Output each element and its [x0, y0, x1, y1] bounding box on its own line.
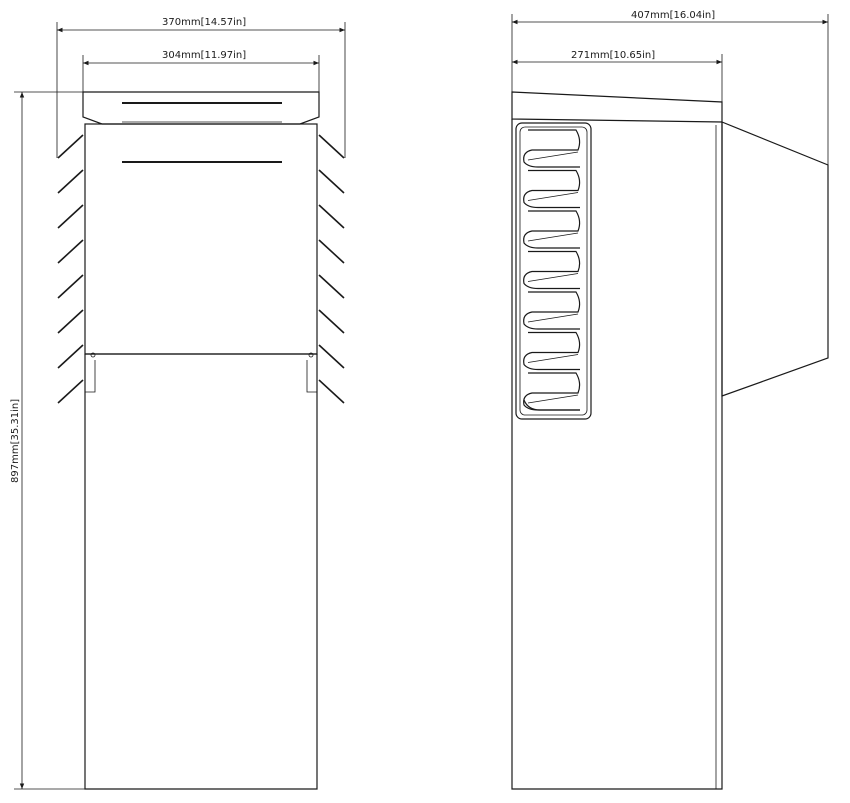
dimension-height: 897mm[35.31in]	[10, 91, 85, 790]
overall-width-label: 370mm	[162, 17, 201, 28]
rear-enclosure	[721, 121, 829, 397]
dimension-overall-depth: 407mm[16.04in]	[511, 10, 829, 165]
body-depth-label: 271mm	[571, 50, 610, 61]
left-fins	[57, 134, 84, 404]
hood	[82, 91, 320, 125]
svg-text:897mm[35.31in]: 897mm[35.31in]	[10, 399, 21, 483]
svg-text:304mm[11.97in]: 304mm[11.97in]	[162, 50, 246, 61]
height-label: 897mm	[10, 444, 21, 483]
svg-text:407mm[16.04in]: 407mm[16.04in]	[631, 10, 715, 21]
front-view: 370mm[14.57in] 304mm[11.97in] 897mm[35.3…	[10, 17, 346, 790]
front-column	[84, 354, 318, 790]
louver-slat	[523, 399, 580, 411]
louver-slat-edge	[527, 273, 579, 282]
right-fins	[318, 134, 345, 404]
side-hood	[511, 91, 723, 123]
body-width-alt: 11.97in	[204, 50, 242, 61]
louver-slat	[523, 372, 581, 411]
louver-slat-edge	[527, 394, 579, 404]
dimension-body-depth: 271mm[10.65in]	[512, 50, 723, 102]
louver-slat	[523, 129, 581, 168]
body-depth-alt: 10.65in	[613, 50, 651, 61]
overall-depth-label: 407mm	[631, 10, 670, 21]
overall-width-alt: 14.57in	[204, 17, 242, 28]
svg-text:271mm[10.65in]: 271mm[10.65in]	[571, 50, 655, 61]
louver-slat-edge	[527, 313, 579, 323]
louver-slat-edge	[527, 192, 579, 201]
louver-slat	[523, 250, 581, 290]
louver-panel	[84, 123, 318, 393]
height-alt: 35.31in	[10, 403, 21, 441]
dimension-body-width: 304mm[11.97in]	[82, 50, 320, 92]
louver-slat	[523, 291, 581, 330]
louver-slat-edge	[527, 151, 579, 161]
louver-frame	[515, 122, 592, 420]
louver-slat-edge	[527, 354, 579, 363]
louver-slat	[523, 169, 581, 209]
overall-depth-alt: 16.04in	[673, 10, 711, 21]
louver-slat	[523, 331, 581, 371]
louver-slat	[523, 210, 581, 249]
side-body	[511, 119, 723, 790]
svg-text:370mm[14.57in]: 370mm[14.57in]	[162, 17, 246, 28]
dimension-overall-width: 370mm[14.57in]	[56, 17, 346, 158]
side-view: 407mm[16.04in] 271mm[10.65in]	[511, 10, 829, 790]
body-width-label: 304mm	[162, 50, 201, 61]
louver-slat-edge	[527, 232, 579, 242]
